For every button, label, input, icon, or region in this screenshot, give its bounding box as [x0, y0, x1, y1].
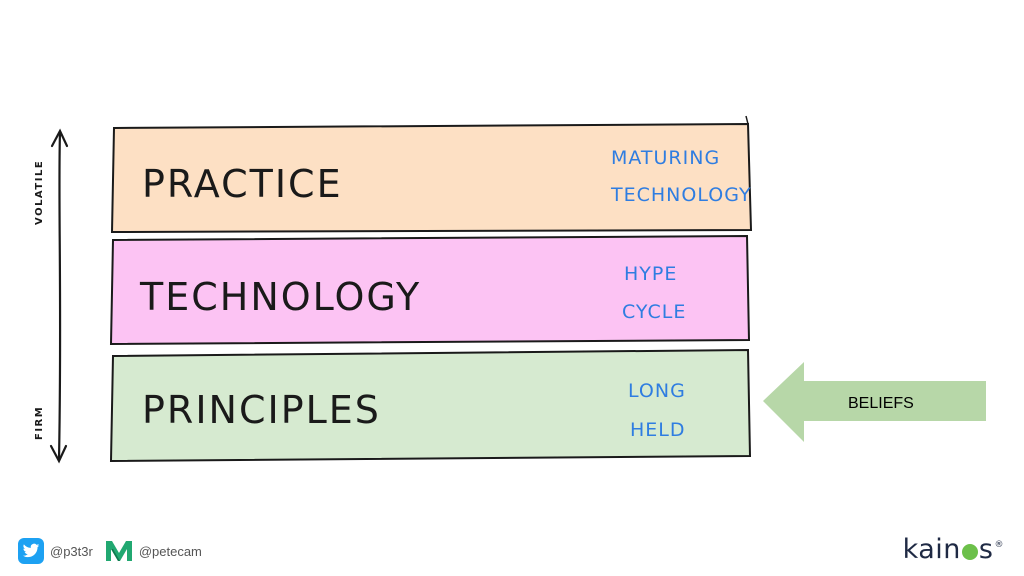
layer-technology-label: TECHNOLOGY — [139, 275, 421, 319]
brand-name-prefix: kain — [902, 534, 961, 565]
layer-principles-label: PRINCIPLES — [142, 388, 381, 432]
layer-practice-label: PRACTICE — [142, 162, 343, 206]
volatility-axis: VOLATILE FIRM — [34, 128, 69, 464]
beliefs-arrow-label: BELIEFS — [848, 395, 914, 412]
layer-principles: PRINCIPLES LONG HELD — [109, 348, 752, 463]
axis-label-firm: FIRM — [34, 406, 45, 440]
medium-icon[interactable] — [105, 538, 133, 564]
layer-practice-box — [110, 122, 753, 234]
layer-practice-note-line-2: TECHNOLOGY — [610, 184, 752, 206]
twitter-icon[interactable] — [18, 538, 44, 564]
twitter-handle[interactable]: @p3t3r — [50, 543, 93, 559]
layer-technology: TECHNOLOGY HYPE CYCLE — [109, 234, 751, 346]
layer-practice: PRACTICE MATURING TECHNOLOGY — [110, 115, 753, 234]
layer-principles-box — [109, 348, 752, 463]
axis-arrowhead-down — [49, 444, 68, 464]
layer-technology-note-line-1: HYPE — [624, 263, 677, 285]
brand-name-suffix: s — [978, 534, 994, 565]
layer-technology-box — [109, 234, 751, 346]
layer-principles-note-line-2: HELD — [630, 419, 686, 441]
layer-practice-note-line-1: MATURING — [611, 147, 720, 169]
registered-mark: ® — [994, 540, 1004, 550]
footer-social: @p3t3r @petecam — [18, 538, 202, 564]
axis-line — [57, 131, 62, 461]
axis-arrowhead-up — [50, 128, 69, 148]
layer-technology-note-line-2: CYCLE — [622, 301, 686, 323]
brand-dot-icon — [961, 543, 978, 560]
layer-principles-note-line-1: LONG — [628, 380, 686, 402]
beliefs-arrow: BELIEFS — [763, 362, 986, 442]
beliefs-arrow-shape — [763, 362, 986, 442]
medium-handle[interactable]: @petecam — [138, 543, 202, 559]
axis-label-volatile: VOLATILE — [34, 160, 45, 225]
